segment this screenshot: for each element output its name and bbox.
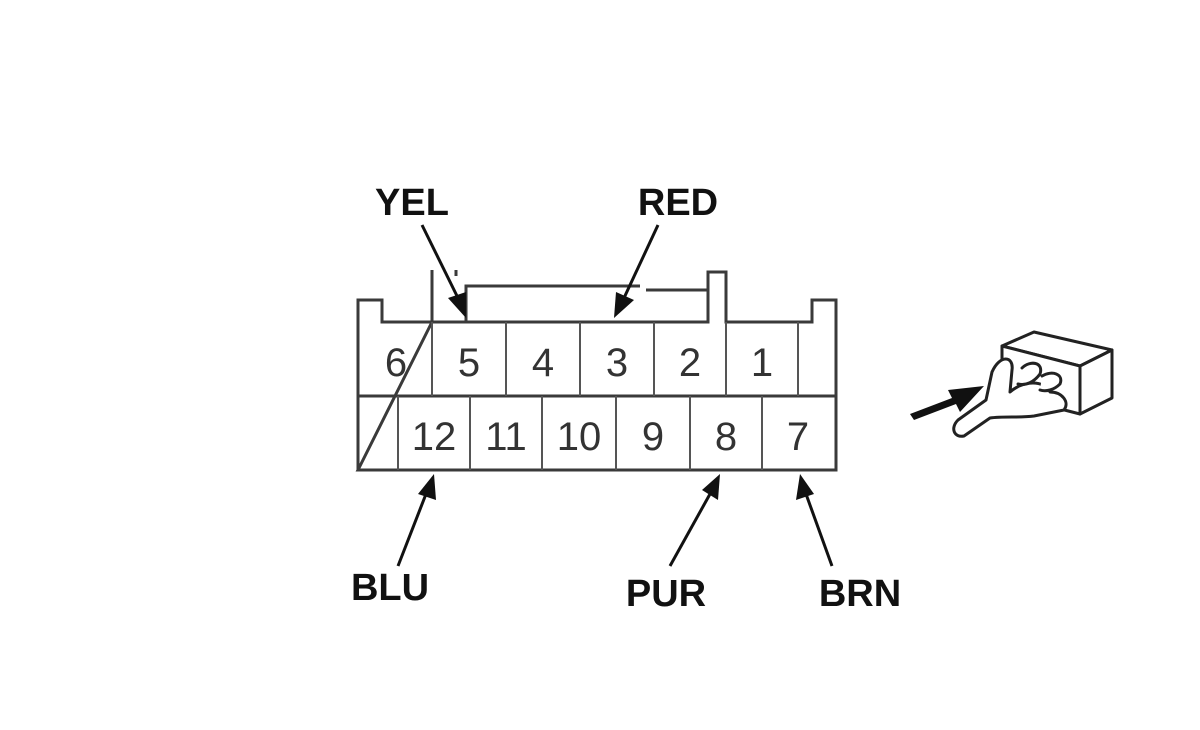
top-row-cells xyxy=(431,322,799,396)
leader-arrow-yel xyxy=(420,224,466,318)
pin-4: 4 xyxy=(532,341,554,385)
pin-10: 10 xyxy=(557,415,602,459)
pin-1: 1 xyxy=(751,341,773,385)
connector-lock-lever xyxy=(430,270,708,322)
leader-arrow-blu xyxy=(396,474,436,567)
pin-2: 2 xyxy=(679,341,701,385)
pin-11: 11 xyxy=(485,415,527,459)
pin-3: 3 xyxy=(606,341,628,385)
wire-label-pur: PUR xyxy=(626,573,706,615)
hand-pointing-connector-icon xyxy=(910,330,1114,438)
pin-8: 8 xyxy=(715,415,737,459)
wire-label-blu: BLU xyxy=(351,567,429,609)
wire-label-brn: BRN xyxy=(819,573,901,615)
wire-label-red: RED xyxy=(638,182,718,224)
pin-6: 6 xyxy=(385,341,407,385)
bottom-row-cells xyxy=(397,396,763,470)
connector-body: 6 5 4 3 2 1 12 11 10 9 8 7 xyxy=(355,270,838,472)
pin-5: 5 xyxy=(458,341,480,385)
leader-arrow-pur xyxy=(668,474,720,567)
wire-label-yel: YEL xyxy=(375,182,449,224)
view-direction-arrow xyxy=(910,386,984,420)
leader-arrow-brn xyxy=(796,474,834,567)
leader-arrow-red xyxy=(614,224,660,318)
pin-9: 9 xyxy=(642,415,664,459)
pin-7: 7 xyxy=(787,415,809,459)
pin-12: 12 xyxy=(412,415,457,459)
